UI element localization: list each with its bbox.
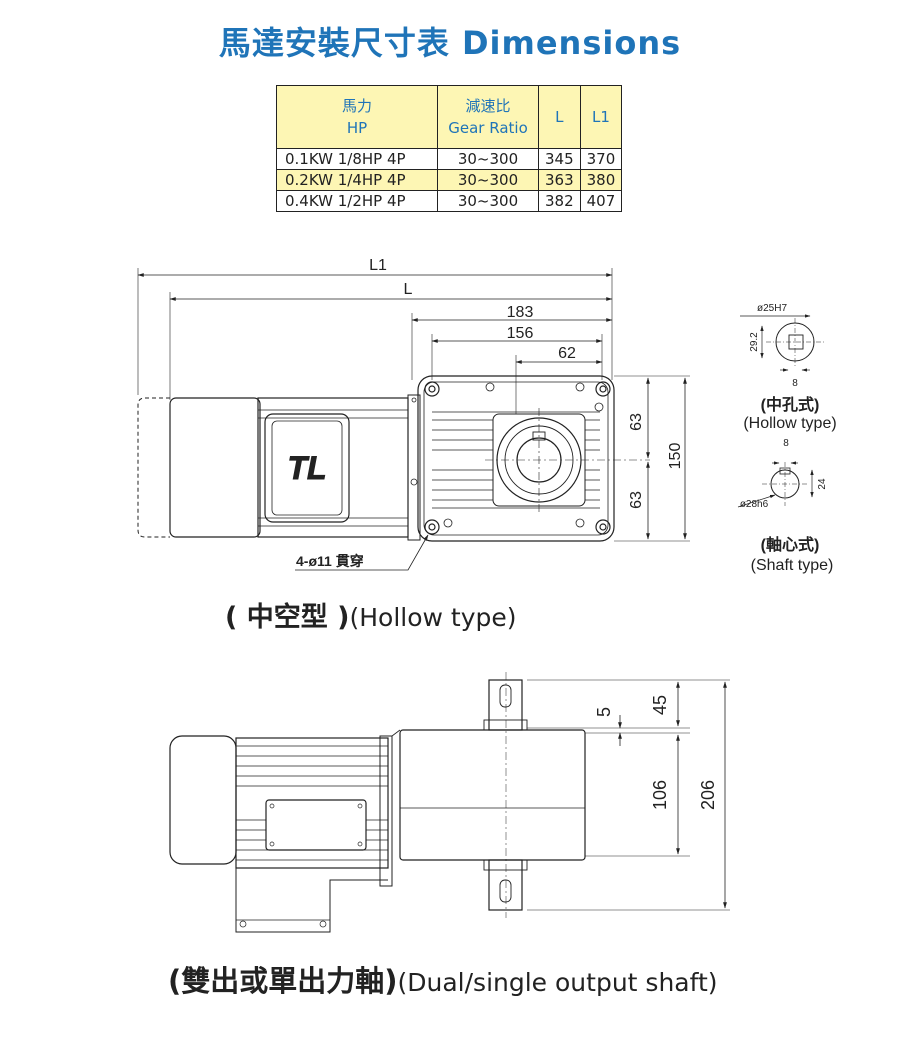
- label-183: 183: [507, 304, 534, 321]
- shaft-caption-cn: (雙出或單出力軸): [168, 964, 398, 998]
- mount-hole: [595, 381, 611, 397]
- header-hp-cn: 馬力: [341, 97, 372, 115]
- label-156: 156: [507, 325, 534, 342]
- shaft-height-label: 24: [817, 478, 828, 490]
- mount-hole: [424, 519, 440, 535]
- output-shaft-bottom: [488, 859, 523, 911]
- hollow-caption: ( 中空型 )(Hollow type): [225, 595, 517, 634]
- label-mount-holes: 4-ø11 貫穿: [296, 553, 364, 569]
- brand-logo: TL: [287, 450, 326, 486]
- shaft-label-en: (Shaft type): [751, 557, 834, 574]
- cell-l: 382: [538, 190, 581, 212]
- motor-body: [235, 737, 389, 869]
- table-header-row: 馬力 HP 減速比 Gear Ratio L L1: [276, 85, 623, 149]
- dimensions-table: 馬力 HP 減速比 Gear Ratio L L1 0.1KW 1/8HP 4P 3…: [276, 85, 623, 212]
- cell-hp: 0.1KW 1/8HP 4P: [276, 148, 438, 170]
- bore-label-en: (Hollow type): [743, 415, 836, 432]
- shaft-detail: [737, 461, 814, 508]
- header-l1: L1: [579, 85, 623, 149]
- gearbox-flange: [417, 375, 615, 542]
- header-ratio-en: Gear Ratio: [448, 119, 528, 137]
- motor-fan-cover: [169, 397, 261, 538]
- cell-hp: 0.2KW 1/4HP 4P: [276, 169, 438, 191]
- cell-l1: 380: [579, 169, 623, 191]
- label-63-top: 63: [628, 413, 645, 431]
- cell-l1: 407: [579, 190, 623, 212]
- mount-hole: [424, 381, 440, 397]
- label-45: 45: [650, 695, 670, 715]
- cell-ratio: 30~300: [437, 169, 539, 191]
- bore-label-cn: (中孔式): [761, 395, 820, 414]
- table-row: 0.4KW 1/2HP 4P 30~300 382 407: [276, 190, 623, 212]
- shaft-dia-label: ø28h6: [740, 499, 769, 510]
- label-150: 150: [667, 443, 684, 470]
- header-hp-en: HP: [346, 119, 368, 137]
- label-62: 62: [558, 345, 576, 362]
- shaft-key-label: 8: [783, 438, 789, 449]
- table-row: 0.1KW 1/8HP 4P 30~300 345 370: [276, 148, 623, 170]
- hollow-type-view: TL: [137, 268, 690, 571]
- bore-height-label: 29.2: [749, 332, 760, 352]
- shaft-type-view: [169, 672, 730, 933]
- label-63-bottom: 63: [628, 491, 645, 509]
- bore-key-label: 8: [792, 378, 798, 389]
- header-hp: 馬力 HP: [276, 85, 438, 149]
- terminal-box: [264, 413, 350, 523]
- shaft-view-labels: 5 45 106 206: [594, 695, 718, 810]
- header-l: L: [538, 85, 581, 149]
- hollow-caption-cn: ( 中空型 ): [225, 602, 350, 633]
- gearbox-body: [399, 729, 586, 861]
- hollow-caption-en: (Hollow type): [349, 603, 517, 632]
- shaft-caption: (雙出或單出力軸)(Dual/single output shaft): [168, 958, 718, 1000]
- motor-body: [257, 397, 409, 538]
- cell-l1: 370: [579, 148, 623, 170]
- bore-detail: [740, 314, 824, 372]
- page-title: 馬達安裝尺寸表 Dimensions: [218, 24, 682, 62]
- hollow-view-labels: L1 L 183 156 62 63 63 150 4-ø11 貫穿: [296, 257, 684, 569]
- label-5: 5: [594, 707, 614, 717]
- cell-ratio: 30~300: [437, 148, 539, 170]
- label-l: L: [404, 281, 413, 298]
- label-206: 206: [698, 780, 718, 810]
- shaft-label-cn: (軸心式): [761, 535, 820, 554]
- table-row: 0.2KW 1/4HP 4P 30~300 363 380: [276, 169, 623, 191]
- label-106: 106: [650, 780, 670, 810]
- nameplate: [265, 799, 367, 851]
- motor-fan-cover: [169, 735, 237, 865]
- cell-hp: 0.4KW 1/2HP 4P: [276, 190, 438, 212]
- bore-dia-label: ø25H7: [757, 303, 787, 314]
- cell-ratio: 30~300: [437, 190, 539, 212]
- header-ratio-cn: 減速比: [465, 97, 511, 115]
- mount-hole: [595, 519, 611, 535]
- label-l1: L1: [369, 257, 387, 274]
- shaft-caption-en: (Dual/single output shaft): [397, 968, 718, 997]
- cell-l: 363: [538, 169, 581, 191]
- output-shaft-top: [488, 679, 523, 731]
